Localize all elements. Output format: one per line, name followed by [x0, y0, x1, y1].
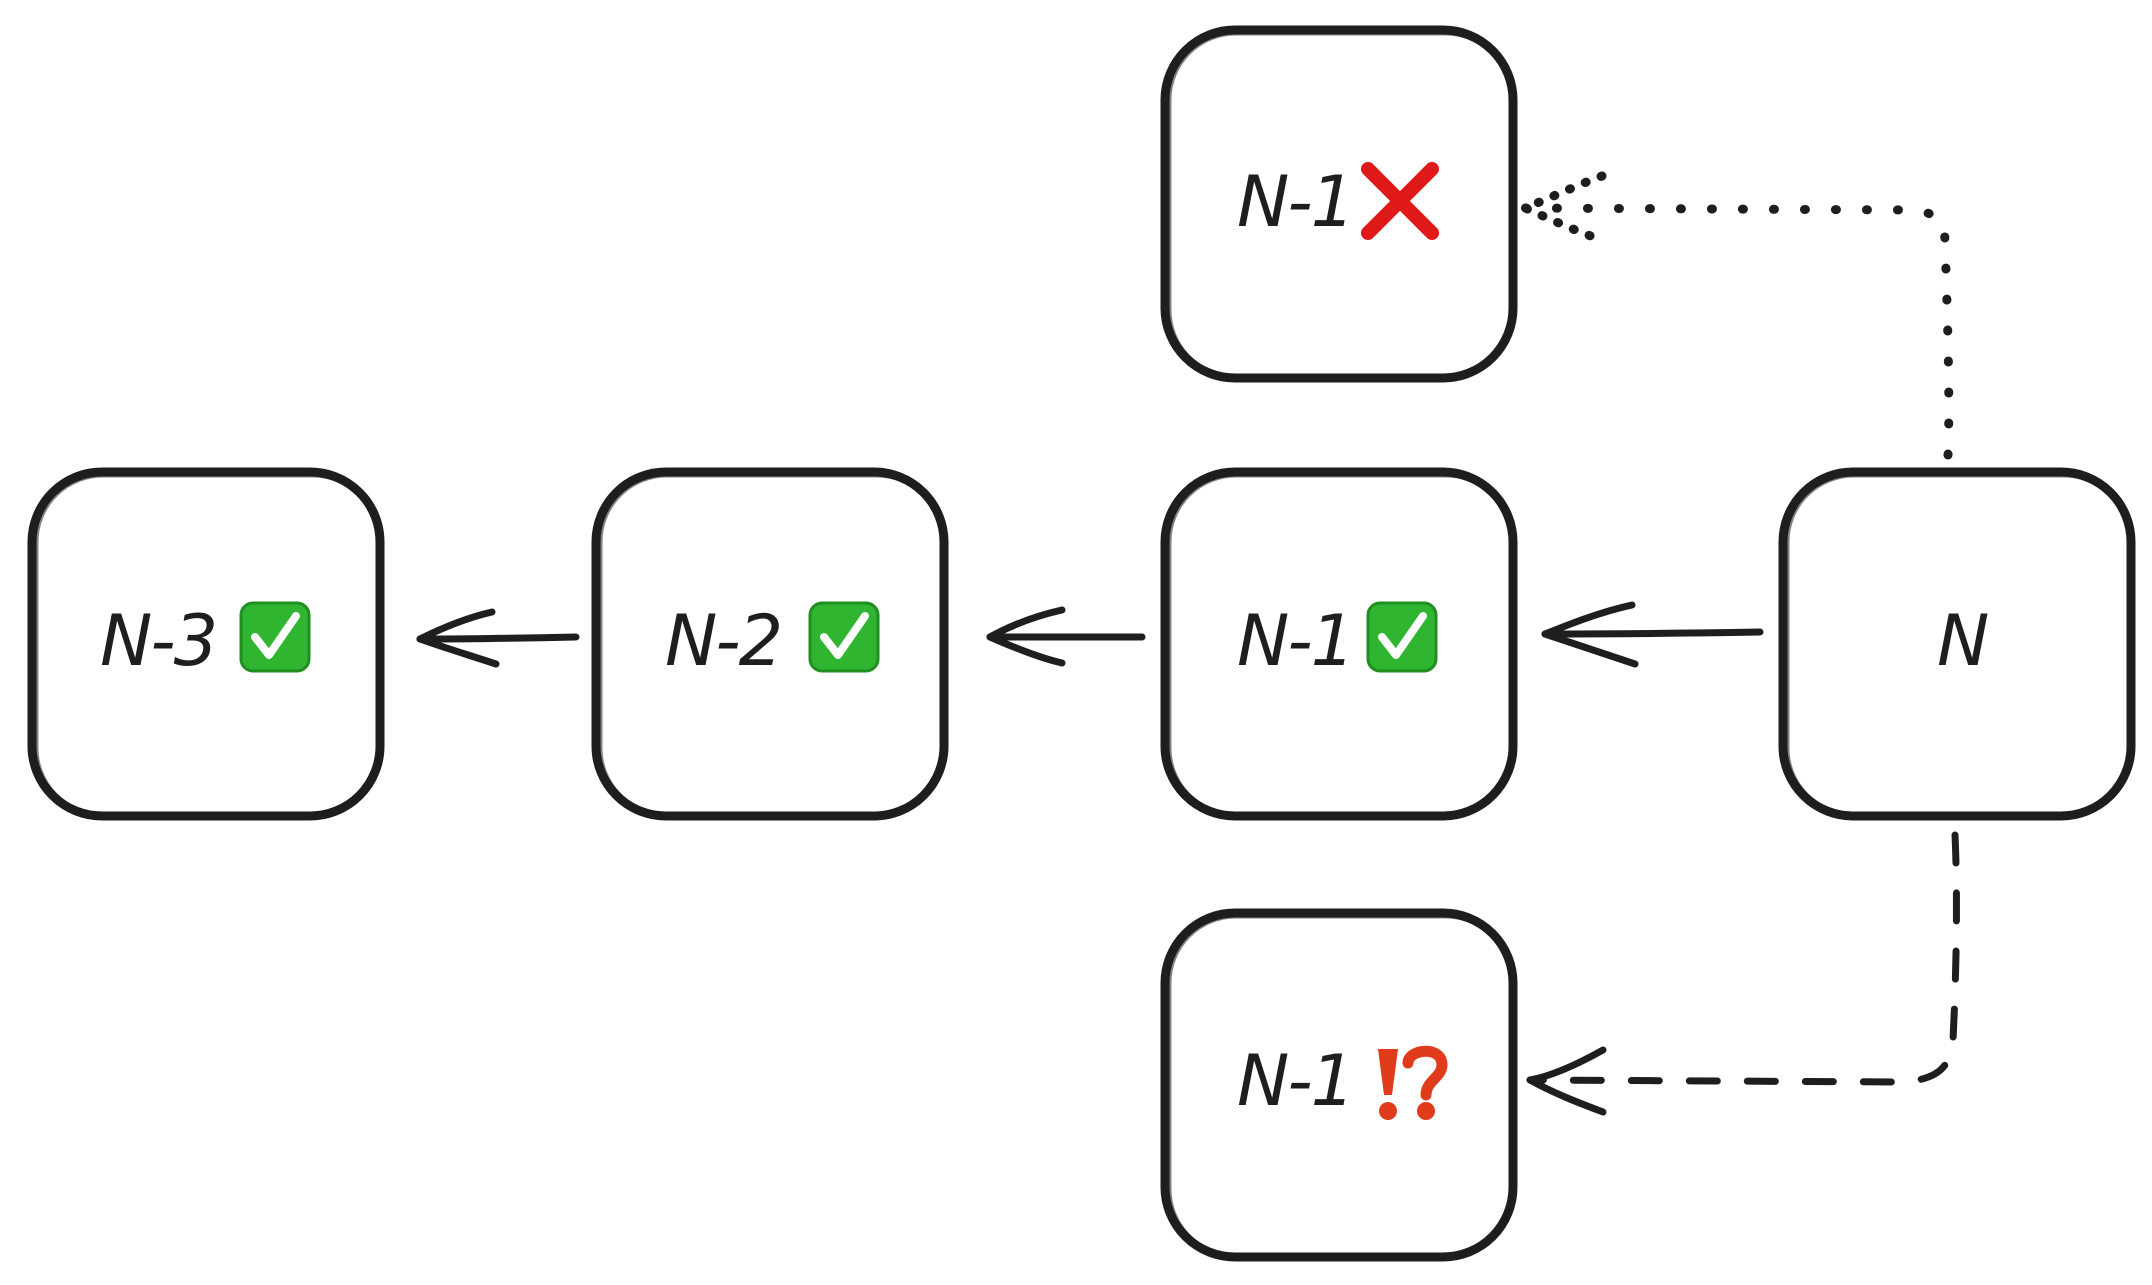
node-label: N [1937, 600, 1988, 682]
edge-n-to-n-minus-1-rejected [1520, 171, 1954, 460]
node-n-minus-2: N-2 [591, 467, 949, 821]
edge-n-to-n-minus-1-conflict [1526, 831, 1960, 1116]
green-check-icon [239, 601, 311, 673]
node-n-minus-1-rejected: N-1 [1160, 25, 1518, 383]
node-label: N-2 [665, 600, 781, 682]
green-check-icon [808, 601, 880, 673]
node-n-minus-1-valid: N-1 [1160, 467, 1518, 821]
node-label: N-1 [1237, 161, 1353, 243]
edge-n-minus-1-to-n-minus-2 [986, 606, 1146, 667]
exclamation-question-icon [1378, 1045, 1448, 1120]
node-label: N-1 [1237, 600, 1353, 682]
edge-n-to-n-minus-1-valid [1541, 601, 1764, 668]
node-n: N [1778, 467, 2136, 821]
edge-n-minus-2-to-n-minus-3 [416, 608, 580, 668]
red-cross-icon [1361, 162, 1439, 240]
node-label: N-1 [1237, 1040, 1353, 1122]
node-n-minus-1-conflict: N-1 [1160, 908, 1518, 1262]
node-label: N-3 [100, 600, 216, 682]
green-check-icon [1366, 601, 1438, 673]
node-n-minus-3: N-3 [27, 467, 385, 821]
